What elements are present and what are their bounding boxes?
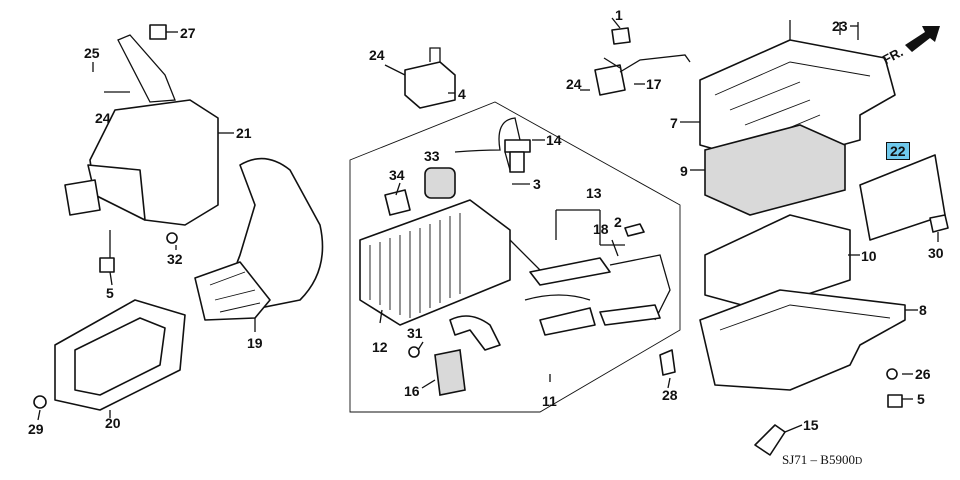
tray-10 [704, 214, 851, 311]
callout-9: 9 [680, 163, 688, 179]
filter-9 [704, 124, 846, 216]
clip-5b [887, 394, 903, 408]
callout-34: 34 [389, 167, 405, 183]
part-33 [424, 167, 456, 199]
diagram-code: SJ71 – B5900D [782, 452, 862, 468]
callout-13: 13 [586, 185, 602, 201]
diagram-code-suffix: D [854, 456, 863, 467]
vent-20 [54, 299, 186, 411]
relay-4 [404, 47, 456, 109]
callout-28: 28 [662, 387, 678, 403]
callout-4: 4 [458, 86, 466, 102]
sensor-14 [454, 117, 531, 173]
part-30 [929, 214, 949, 233]
callout-24b: 24 [369, 47, 385, 63]
callout-27: 27 [180, 25, 196, 41]
expansion-valve-18 [529, 223, 671, 326]
duct-21 [64, 34, 234, 226]
callout-33: 33 [424, 148, 440, 164]
evaporator-assembly-frame [349, 101, 681, 413]
callout-26: 26 [915, 366, 931, 382]
callout-20: 20 [105, 415, 121, 431]
case-8 [699, 289, 906, 391]
evaporator-core-12 [359, 199, 591, 326]
callout-19: 19 [247, 335, 263, 351]
callout-24c: 24 [566, 76, 582, 92]
callout-5a: 5 [106, 285, 114, 301]
callout-18: 18 [593, 221, 609, 237]
callout-23: 23 [832, 18, 848, 34]
leader-lines [37, 17, 939, 433]
callout-7: 7 [670, 115, 678, 131]
bolt-26 [886, 368, 898, 380]
callout-21: 21 [236, 125, 252, 141]
callout-16: 16 [404, 383, 420, 399]
callout-2: 2 [614, 214, 622, 230]
callout-30: 30 [928, 245, 944, 261]
clip-28 [659, 349, 676, 376]
part-34 [384, 189, 411, 216]
callout-22-highlighted[interactable]: 22 [886, 142, 910, 160]
duct-19 [194, 157, 324, 321]
clip-5a [99, 257, 115, 273]
hose-a [449, 315, 501, 351]
callout-14: 14 [546, 132, 562, 148]
callout-15: 15 [803, 417, 819, 433]
bolt-32 [166, 232, 178, 244]
screw-29 [33, 395, 47, 409]
callout-25: 25 [84, 45, 100, 61]
bracket-16 [434, 349, 466, 396]
callout-11: 11 [542, 393, 557, 409]
callout-8: 8 [919, 302, 927, 318]
callout-12: 12 [372, 339, 388, 355]
callout-10: 10 [861, 248, 877, 264]
callout-3: 3 [533, 176, 541, 192]
screw-31 [408, 346, 420, 358]
callout-29: 29 [28, 421, 44, 437]
hose-b [539, 307, 596, 336]
callout-24a: 24 [95, 110, 111, 126]
callout-31: 31 [407, 325, 423, 341]
diagram-code-main: SJ71 – B5900 [782, 452, 855, 467]
callout-1: 1 [615, 7, 623, 23]
switch-17 [594, 27, 691, 96]
callout-17: 17 [646, 76, 662, 92]
callout-5b: 5 [917, 391, 925, 407]
callout-32: 32 [167, 251, 183, 267]
